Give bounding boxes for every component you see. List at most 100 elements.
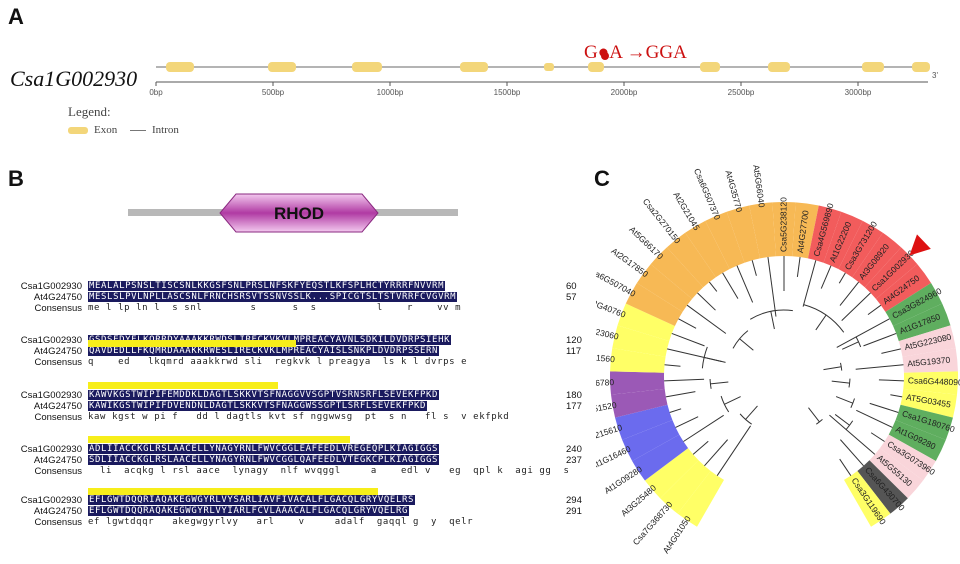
leaf-label: Csa3G215610 [596,422,624,448]
leaf-branch [722,272,739,299]
leaf-branch [796,257,801,277]
clade-sector [852,232,902,288]
leaf-branch [838,272,846,284]
sequence-name: Csa1G002930 [20,444,82,455]
clade-sector [650,247,704,299]
legend-intron: Intron [130,124,179,136]
clade-sector [864,247,918,299]
leaf-branch [890,394,903,398]
leaf-branch [767,257,777,317]
clade-sector [875,264,932,312]
clade-sector [898,325,956,357]
sequence-name: At4G24750 [33,346,82,357]
scale-tick-label: 1000bp [377,88,404,97]
clade-sector [879,434,936,481]
clade-sector [685,220,730,278]
clade-sector [677,470,724,527]
clade-sector [726,205,760,263]
clade-stem [745,405,758,420]
leaf-branch [671,332,705,347]
leaf-label: At2G40760 [596,295,627,320]
gene-name: Csa1G002930 [10,66,138,91]
clade-sector [823,211,863,270]
leaf-branch [692,440,709,455]
clade-sector [610,371,665,395]
exon-7 [700,62,720,72]
domain-highlight-bar [88,436,350,443]
leaf-branch [841,292,871,321]
leaf-branch [839,439,864,467]
clade-arc [739,413,752,425]
mutation-label: G●A →GGA [584,42,687,63]
exon-6 [588,62,604,72]
clade-sector [612,325,670,357]
leaf-label: At4G01050 [661,514,693,556]
clade-stem [831,380,850,384]
leaf-label: Csa1G041560 [596,349,616,364]
clade-sector [808,205,842,263]
leaf-branch [863,332,897,347]
leaf-branch [839,458,852,476]
clade-stem [823,366,842,371]
sequence-row: Csa1G002930 MEALALPSNSLTISCSNLKKGSFSNLPRS… [14,281,594,292]
domain-diagram: RHOD [128,193,458,233]
clade-sector [666,232,716,288]
scale-tick-label: 3000bp [845,88,872,97]
exon-4 [460,62,488,72]
leaf-label: At1G16460 [596,444,632,472]
sequence-name: Csa1G002930 [20,281,82,292]
leaf-label: At2G17850 [609,246,650,280]
alignment-block: Csa1G002930 ADLIIACCKGLRSLAACELLYNAGYRNLF… [14,444,594,477]
consensus-row: Consensus li acqkg l rsl aace lynagy nlf… [14,466,594,477]
sequence-position: 237 [566,455,582,466]
panel-label-b: B [8,166,24,191]
intron-swatch [130,129,146,131]
leaf-branch [704,439,729,467]
sequence-position: 177 [566,401,582,412]
clade-sector [900,388,957,418]
clade-sector [610,348,666,373]
legend-intron-label: Intron [152,124,179,136]
leaf-branch [820,265,832,289]
clade-stem [704,356,722,363]
sequence-residues: MEALALPSNSLTISCSNLKKGSFSNLPRSLNFSKFYEQST… [88,281,446,291]
clade-sector [903,371,958,395]
sequence-position: 60 [566,281,577,292]
target-gene-arrow [909,234,931,256]
leaf-branch [870,432,885,442]
sequence-residues: SDLIIACCKGLRSLAACELLYNAGYRNLFWVCGGLQAFEE… [88,455,440,465]
sequence-residues: li acqkg l rsl aace lynagy nlf wvqggl a … [88,466,570,476]
leaf-branch [856,409,893,428]
scale-tick-label: 2000bp [611,88,638,97]
clade-stem [724,396,741,405]
clade-sector [622,420,680,461]
sequence-residues: ADLIIACCKGLRSLAACELLYNAGYRNLFWVCGGLEAFEE… [88,444,440,454]
sequence-name: Consensus [34,466,82,477]
scale-tick-label: 0bp [149,88,163,97]
clade-sector [895,404,953,440]
clade-sector [888,420,946,461]
clade-stem [739,338,754,351]
leaf-branch [802,260,817,307]
leaf-branch [697,292,716,311]
leaf-branch [855,364,904,370]
sequence-residues: MESLSLPVLNPLLASCSNLFRNCHSRSVTSSNVSSLK...… [88,292,458,302]
sequence-residues: me l lp ln l s snl s s s l r vv m [88,303,462,313]
leaf-branch [881,348,902,354]
leaf-label: At4G35770 [723,169,744,213]
leaf-label: At5G66040 [751,164,767,208]
clade-stem [770,311,775,330]
scale-tick-label: 1500bp [494,88,521,97]
clade-sector [893,303,951,342]
clade-arc [816,419,823,425]
mutation-dot [601,52,609,60]
sequence-position: 117 [566,346,582,357]
sequence-position: 240 [566,444,582,455]
leaf-label: At5G23060 [596,322,620,342]
leaf-label: Csa6G507370 [692,167,723,222]
clade-sector [749,202,776,259]
